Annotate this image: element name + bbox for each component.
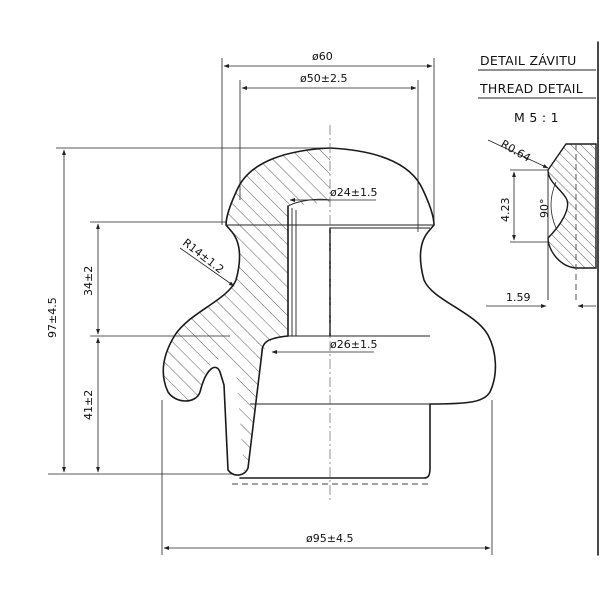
dim-dia-50: ø50±2.5: [300, 72, 347, 85]
insulator-outline-right: [239, 147, 497, 479]
dim-dia-24: ø24±1.5: [330, 186, 377, 199]
dim-radius-064: R0.64: [499, 137, 533, 164]
dim-depth: 1.59: [506, 291, 531, 304]
dim-pitch: 4.23: [499, 198, 512, 223]
dim-angle: 90°: [538, 199, 551, 219]
dim-dia-26: ø26±1.5: [330, 338, 377, 351]
dim-height-41: 41±2: [82, 390, 95, 420]
detail-title-en: THREAD DETAIL: [479, 81, 583, 96]
detail-title-cz: DETAIL ZÁVITU: [480, 53, 577, 68]
thread-profile: [547, 143, 597, 269]
dim-height-34: 34±2: [82, 266, 95, 296]
hatched-section: [163, 148, 330, 476]
dim-dia-60: ø60: [312, 50, 333, 63]
insulator-outline-left: [162, 147, 331, 476]
dim-dia-95: ø95±4.5: [306, 532, 353, 545]
dim-radius-14: R14±1.2: [180, 236, 226, 276]
dim-height-97: 97±4.5: [46, 297, 59, 338]
detail-scale: M 5 : 1: [514, 110, 559, 125]
